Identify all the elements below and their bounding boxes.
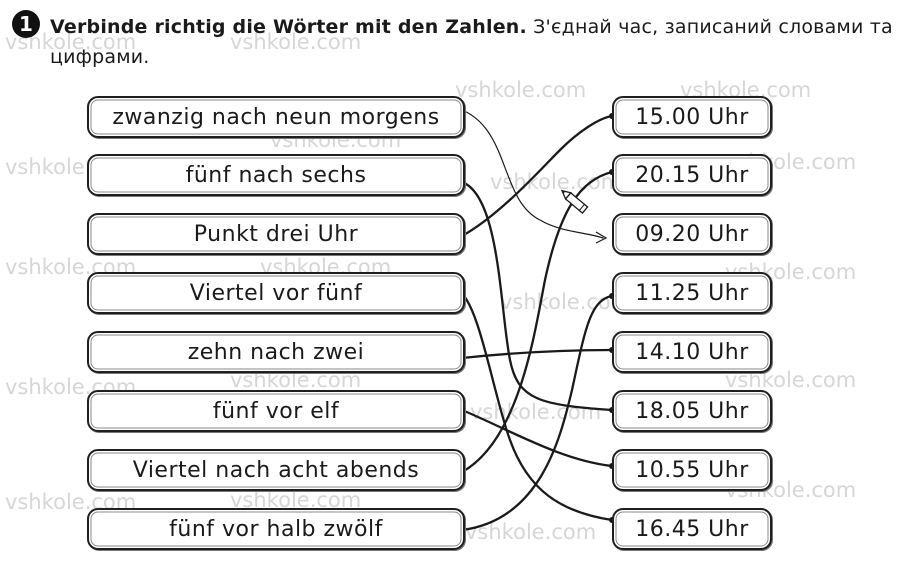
time-box[interactable]: 14.10 Uhr	[612, 331, 772, 373]
phrase-label: zehn nach zwei	[187, 339, 365, 365]
time-box[interactable]: 15.00 Uhr	[612, 96, 772, 138]
time-box[interactable]: 20.15 Uhr	[612, 154, 772, 196]
instruction-ukrainian: З'єднай час, записаний словами та цифрам…	[50, 16, 893, 68]
time-label: 10.55 Uhr	[635, 457, 749, 483]
phrase-label: fünf nach sechs	[185, 162, 367, 188]
time-box[interactable]: 09.20 Uhr	[612, 213, 772, 255]
watermark: vshkole.com	[490, 170, 622, 194]
phrase-box[interactable]: fünf vor halb zwölf	[87, 508, 465, 550]
time-box[interactable]: 16.45 Uhr	[612, 508, 772, 550]
phrase-label: zwanzig nach neun morgens	[112, 104, 440, 130]
instruction-german: Verbinde richtig die Wörter mit den Zahl…	[50, 16, 527, 38]
phrase-label: Punkt drei Uhr	[193, 221, 359, 247]
phrase-box[interactable]: Viertel vor fünf	[87, 272, 465, 314]
connector-line	[460, 348, 614, 360]
phrase-box[interactable]: fünf nach sechs	[87, 154, 465, 196]
phrase-box[interactable]: zehn nach zwei	[87, 331, 465, 373]
phrase-label: fünf vor elf	[212, 398, 340, 424]
time-label: 18.05 Uhr	[635, 398, 749, 424]
exercise-number: 1	[12, 10, 40, 38]
time-label: 14.10 Uhr	[635, 339, 749, 365]
time-box[interactable]: 10.55 Uhr	[612, 449, 772, 491]
connector-line	[460, 170, 614, 474]
phrase-box[interactable]: Punkt drei Uhr	[87, 213, 465, 255]
phrase-label: Viertel vor fünf	[189, 280, 363, 306]
phrase-label: Viertel nach acht abends	[132, 457, 420, 483]
phrase-box[interactable]: Viertel nach acht abends	[87, 449, 465, 491]
phrase-box[interactable]: zwanzig nach neun morgens	[87, 96, 465, 138]
phrase-label: fünf vor halb zwölf	[169, 516, 383, 542]
arrowhead	[595, 231, 608, 244]
time-box[interactable]: 11.25 Uhr	[612, 272, 772, 314]
watermark: vshkole.com	[230, 30, 362, 54]
time-label: 20.15 Uhr	[635, 162, 749, 188]
time-label: 09.20 Uhr	[635, 221, 749, 247]
time-box[interactable]: 18.05 Uhr	[612, 390, 772, 432]
watermark: vshkole.com	[465, 520, 597, 544]
time-label: 16.45 Uhr	[635, 516, 749, 542]
instruction: Verbinde richtig die Wörter mit den Zahl…	[50, 12, 900, 72]
watermark: vshkole.com	[470, 400, 602, 424]
phrase-box[interactable]: fünf vor elf	[87, 390, 465, 432]
watermark: vshkole.com	[455, 78, 587, 102]
time-label: 15.00 Uhr	[635, 104, 749, 130]
time-label: 11.25 Uhr	[635, 280, 749, 306]
